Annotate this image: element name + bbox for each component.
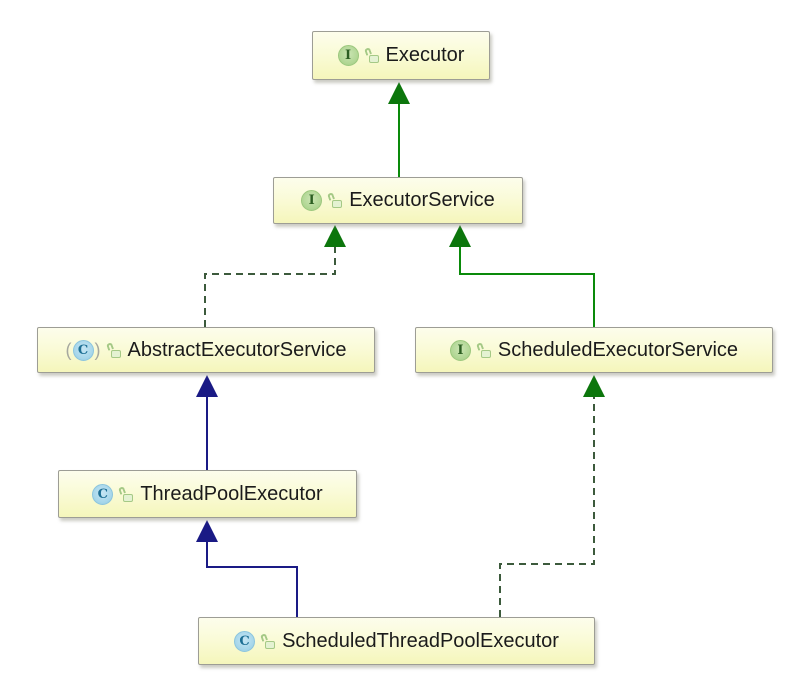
public-lock-icon [327, 192, 343, 208]
public-lock-icon [260, 632, 276, 649]
class-node-threadpoolexecutor[interactable]: C ThreadPoolExecutor [58, 470, 357, 518]
abstract-paren-close: ) [94, 340, 101, 360]
class-node-abstractexecutorservice[interactable]: ( C ) AbstractExecutorService [37, 327, 375, 373]
node-label: Executor [385, 44, 465, 66]
class-node-scheduledexecutorservice[interactable]: I ScheduledExecutorService [415, 327, 773, 373]
class-node-scheduledthreadpoolexecutor[interactable]: C ScheduledThreadPoolExecutor [198, 617, 595, 665]
class-icon: C [72, 339, 94, 361]
class-icon: C [92, 483, 114, 505]
node-label: ScheduledThreadPoolExecutor [282, 629, 559, 652]
node-label: ExecutorService [349, 189, 495, 211]
class-icon: C [234, 630, 256, 652]
edge-threadpoolexecutor-extends-abstractexecutorservice [196, 375, 218, 470]
edge-scheduledthreadpoolexecutor-extends-threadpoolexecutor [196, 520, 298, 617]
public-lock-icon [118, 485, 134, 502]
edge-abstractexecutorservice-implements-executorservice [204, 225, 346, 327]
edge-scheduledexecutorservice-extends-executorservice [449, 225, 595, 327]
node-label: ThreadPoolExecutor [140, 482, 323, 505]
abstract-class-icon: ( C ) [65, 339, 101, 361]
abstract-paren-open: ( [65, 340, 72, 360]
interface-icon: I [337, 45, 359, 66]
interface-icon: I [449, 339, 471, 361]
node-label: AbstractExecutorService [127, 338, 347, 361]
edge-executorservice-extends-executor [388, 82, 410, 177]
node-label: ScheduledExecutorService [497, 338, 739, 361]
public-lock-icon [363, 47, 379, 63]
public-lock-icon [475, 341, 491, 358]
class-node-executorservice[interactable]: I ExecutorService [273, 177, 523, 224]
class-node-executor[interactable]: I Executor [312, 31, 490, 80]
edge-scheduledthreadpoolexecutor-implements-scheduledexecutorservice [499, 375, 605, 617]
public-lock-icon [105, 341, 121, 358]
interface-icon: I [301, 190, 323, 211]
